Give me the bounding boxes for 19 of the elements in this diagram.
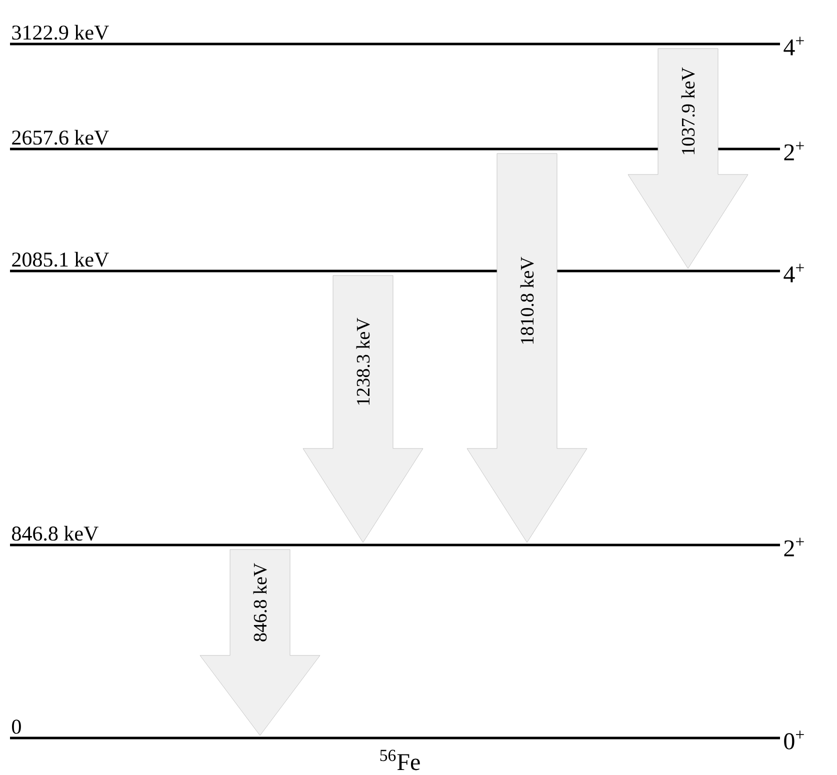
spin-label: 2$^{+}$ bbox=[784, 538, 804, 556]
edge-label: 846.8 keV bbox=[252, 562, 268, 644]
edge-label: 1810.8 keV bbox=[519, 256, 535, 346]
edge-label: 1238.3 keV bbox=[355, 316, 371, 408]
block-arrow bbox=[628, 48, 748, 269]
spin-label: 0$^{+}$ bbox=[784, 730, 804, 750]
block-arrow bbox=[466, 153, 588, 543]
energy-label: 0 bbox=[12, 720, 21, 734]
block-arrow bbox=[302, 275, 424, 543]
energy-label: 846.8 keV bbox=[12, 526, 98, 541]
spin-label: 4$^{+}$ bbox=[784, 36, 804, 56]
spin-label: 2$^{+}$ bbox=[784, 142, 804, 160]
spin-label: 4$^{+}$ bbox=[784, 264, 804, 282]
energy-label: 3122.9 keV bbox=[12, 24, 109, 40]
energy-label: 2085.1 keV bbox=[12, 252, 109, 267]
caption: $^{56}$Fe bbox=[380, 750, 420, 770]
block-arrow bbox=[200, 549, 320, 736]
edge-label: 1037.9 keV bbox=[680, 66, 696, 157]
energy-label: 2657.6 keV bbox=[12, 130, 109, 145]
